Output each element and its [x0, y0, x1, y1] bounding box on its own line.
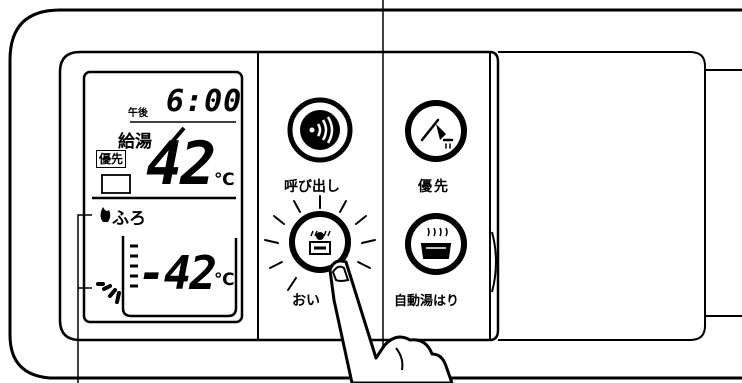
water-level-bars [130, 244, 138, 288]
call-wave-3 [326, 116, 334, 144]
time-prefix: 午後 [128, 108, 148, 119]
indicator-box [101, 174, 131, 194]
bath-fill-icon [420, 227, 452, 259]
lid-hinge [705, 69, 742, 317]
auto-fill-button[interactable] [406, 214, 466, 274]
clock-time: 6:00 [166, 84, 243, 119]
furo-label: ふろ [112, 209, 146, 229]
flame-icon [100, 207, 111, 222]
kyuto-label: 給湯 [118, 132, 152, 152]
reheat-button[interactable] [290, 212, 350, 272]
bath-outline [121, 236, 238, 318]
lcd-frame [82, 70, 244, 324]
reheat-button-label: おい [292, 293, 320, 309]
call-dot [309, 127, 315, 133]
call-button-label: 呼び出し [284, 179, 340, 195]
priority-button[interactable] [406, 101, 466, 161]
leader-line-furo [77, 214, 92, 383]
hand-nail [331, 265, 350, 282]
call-button[interactable] [288, 98, 352, 162]
kyuto-pencil-mark [170, 126, 186, 144]
auto-fill-button-label: 自動湯はり [394, 294, 460, 309]
pointing-hand [328, 259, 454, 383]
furo-temperature: -42 [138, 246, 217, 300]
shower-icon [420, 118, 454, 149]
call-wave-2 [321, 119, 328, 141]
kyuto-unit: ℃ [214, 170, 235, 190]
priority-button-label: 優先 [418, 179, 450, 195]
furo-unit: ℃ [214, 270, 235, 290]
heat-arc-icon [96, 282, 121, 304]
kyuto-temperature: 42 [146, 129, 216, 199]
device-outline [8, 8, 742, 380]
hand-knuckle [395, 347, 404, 371]
reheat-icon [309, 230, 331, 255]
priority-badge: 優先 [96, 150, 127, 168]
reheat-glow-rays [264, 195, 376, 291]
call-wave-1 [316, 123, 322, 137]
lid-tab [491, 231, 497, 293]
lid-outline [498, 51, 706, 341]
